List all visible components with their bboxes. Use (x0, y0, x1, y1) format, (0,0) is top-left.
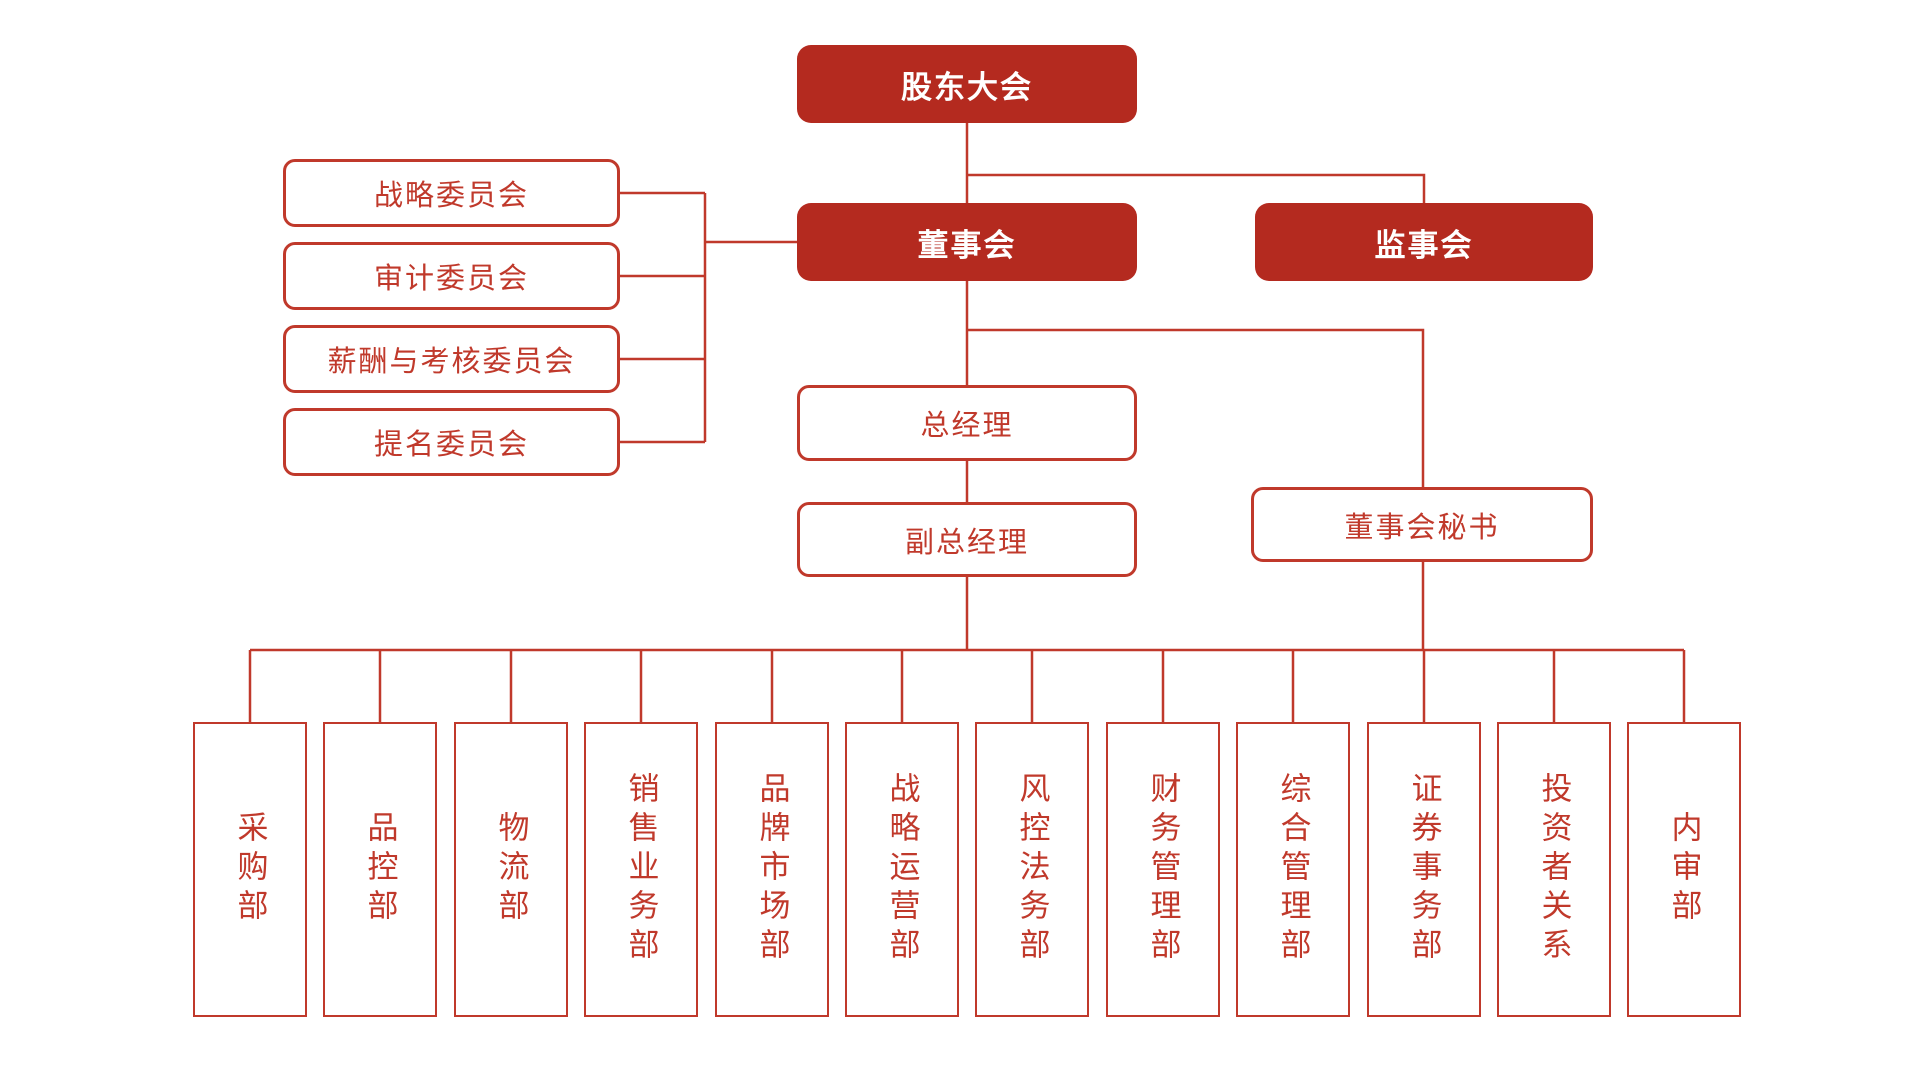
node-dept-risk-legal: 风控法务部 (975, 722, 1089, 1017)
node-dept-securities-affairs: 证券事务部 (1367, 722, 1481, 1017)
node-committee-nomination: 提名委员会 (283, 408, 620, 476)
node-dept-financial-management: 财务管理部 (1106, 722, 1220, 1017)
node-general-manager: 总经理 (797, 385, 1137, 461)
node-dept-quality-control: 品控部 (323, 722, 437, 1017)
node-dept-brand-marketing: 品牌市场部 (715, 722, 829, 1017)
node-dept-strategy-operations: 战略运营部 (845, 722, 959, 1017)
node-committee-strategy: 战略委员会 (283, 159, 620, 227)
node-dept-internal-audit: 内审部 (1627, 722, 1741, 1017)
node-deputy-general-manager: 副总经理 (797, 502, 1137, 577)
node-supervisory-board: 监事会 (1255, 203, 1593, 281)
node-board-secretary: 董事会秘书 (1251, 487, 1593, 562)
node-shareholders-meeting: 股东大会 (797, 45, 1137, 123)
node-dept-logistics: 物流部 (454, 722, 568, 1017)
node-committee-compensation-assessment: 薪酬与考核委员会 (283, 325, 620, 393)
node-dept-procurement: 采购部 (193, 722, 307, 1017)
node-board-of-directors: 董事会 (797, 203, 1137, 281)
node-committee-audit: 审计委员会 (283, 242, 620, 310)
edge-board-secretary (967, 328, 1425, 487)
node-dept-investor-relations: 投资者关系 (1497, 722, 1611, 1017)
edge-shareholders-supervisory (967, 173, 1426, 203)
node-dept-sales-business: 销售业务部 (584, 722, 698, 1017)
node-dept-general-management: 综合管理部 (1236, 722, 1350, 1017)
